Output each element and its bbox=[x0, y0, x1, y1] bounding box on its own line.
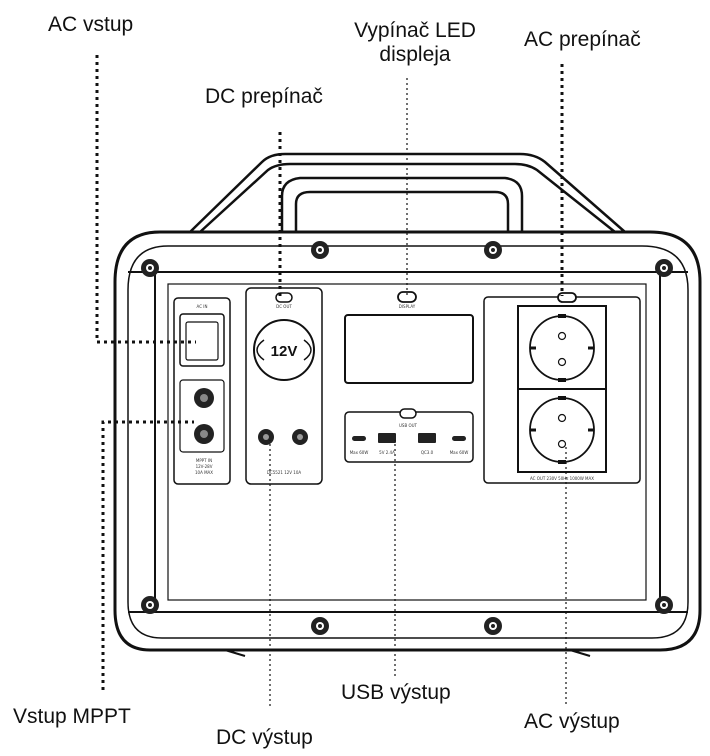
mppt-port-icon[interactable] bbox=[194, 424, 214, 444]
callout-lines bbox=[95, 55, 567, 706]
usb-c-port[interactable] bbox=[352, 436, 366, 441]
svg-text:12V-28V: 12V-28V bbox=[196, 464, 213, 469]
mppt-port-icon[interactable] bbox=[194, 388, 214, 408]
screw-icon bbox=[141, 259, 159, 277]
led-display bbox=[344, 314, 474, 384]
label-led-switch: Vypínač LED displeja bbox=[330, 20, 500, 65]
dc-output-panel: DC OUT 12V DC5521 12V 10A bbox=[245, 287, 323, 485]
label-dc-output: DC výstup bbox=[216, 726, 313, 749]
svg-text:AC OUT 230V 50Hz 1000W MAX: AC OUT 230V 50Hz 1000W MAX bbox=[530, 476, 594, 481]
ac-input-port[interactable] bbox=[179, 313, 225, 367]
usb-c-port[interactable] bbox=[452, 436, 466, 441]
cig-socket-label: 12V bbox=[271, 343, 298, 360]
svg-text:AC IN: AC IN bbox=[197, 304, 208, 309]
device-body bbox=[113, 230, 702, 657]
svg-text:DC OUT: DC OUT bbox=[276, 304, 292, 309]
label-ac-input: AC vstup bbox=[48, 13, 134, 36]
ac-mppt-input-panel: AC IN MPPT IN 12V-28V 10A MAX bbox=[173, 297, 231, 485]
svg-text:MPPT IN: MPPT IN bbox=[196, 458, 212, 463]
svg-text:DC5521 12V 10A: DC5521 12V 10A bbox=[267, 470, 302, 475]
screw-icon bbox=[655, 259, 673, 277]
screw-icon bbox=[655, 596, 673, 614]
svg-text:5V 2.4A: 5V 2.4A bbox=[379, 450, 395, 455]
label-usb-output: USB výstup bbox=[341, 681, 451, 704]
label-led-switch-line1: Vypínač LED bbox=[354, 19, 476, 42]
cigarette-socket-icon[interactable] bbox=[253, 319, 315, 381]
svg-text:QC3.0: QC3.0 bbox=[421, 450, 434, 455]
usb-a-port[interactable] bbox=[418, 433, 436, 443]
usb-a-port[interactable] bbox=[378, 433, 396, 443]
svg-text:Max 60W: Max 60W bbox=[350, 450, 369, 455]
svg-text:DISPLAY: DISPLAY bbox=[399, 304, 416, 309]
label-dc-switch: DC prepínač bbox=[205, 85, 323, 108]
display-section: DISPLAY bbox=[344, 291, 474, 384]
svg-text:Max 60W: Max 60W bbox=[450, 450, 469, 455]
ac-output-panel: AC OUT 230V 50Hz 1000W MAX bbox=[483, 292, 641, 484]
usb-output-panel: USB OUT Max 60W 5V 2.4A QC3.0 Max 60W bbox=[344, 408, 474, 463]
screw-icon bbox=[311, 241, 329, 259]
ac-outlet-icon[interactable] bbox=[529, 396, 595, 464]
dc-port-icon[interactable] bbox=[258, 429, 274, 445]
dc-port-icon[interactable] bbox=[292, 429, 308, 445]
label-mppt-input: Vstup MPPT bbox=[13, 705, 131, 728]
ac-switch-button[interactable] bbox=[557, 292, 577, 303]
callout-line-mppt bbox=[101, 420, 194, 690]
svg-text:10A MAX: 10A MAX bbox=[195, 470, 213, 475]
callout-line-ac-input bbox=[95, 55, 196, 344]
dc-switch-button[interactable] bbox=[275, 292, 293, 303]
screw-icon bbox=[311, 617, 329, 635]
label-ac-switch: AC prepínač bbox=[524, 28, 641, 51]
screw-icon bbox=[484, 617, 502, 635]
usb-switch-button[interactable] bbox=[399, 408, 417, 419]
screw-icon bbox=[484, 241, 502, 259]
screws bbox=[141, 241, 673, 635]
ac-outlet-icon[interactable] bbox=[529, 314, 595, 382]
screw-icon bbox=[141, 596, 159, 614]
carry-handle bbox=[189, 152, 626, 233]
display-switch-button[interactable] bbox=[397, 291, 417, 303]
svg-text:USB OUT: USB OUT bbox=[399, 423, 418, 428]
label-led-switch-line2: displeja bbox=[379, 43, 451, 66]
label-ac-output: AC výstup bbox=[524, 710, 620, 733]
